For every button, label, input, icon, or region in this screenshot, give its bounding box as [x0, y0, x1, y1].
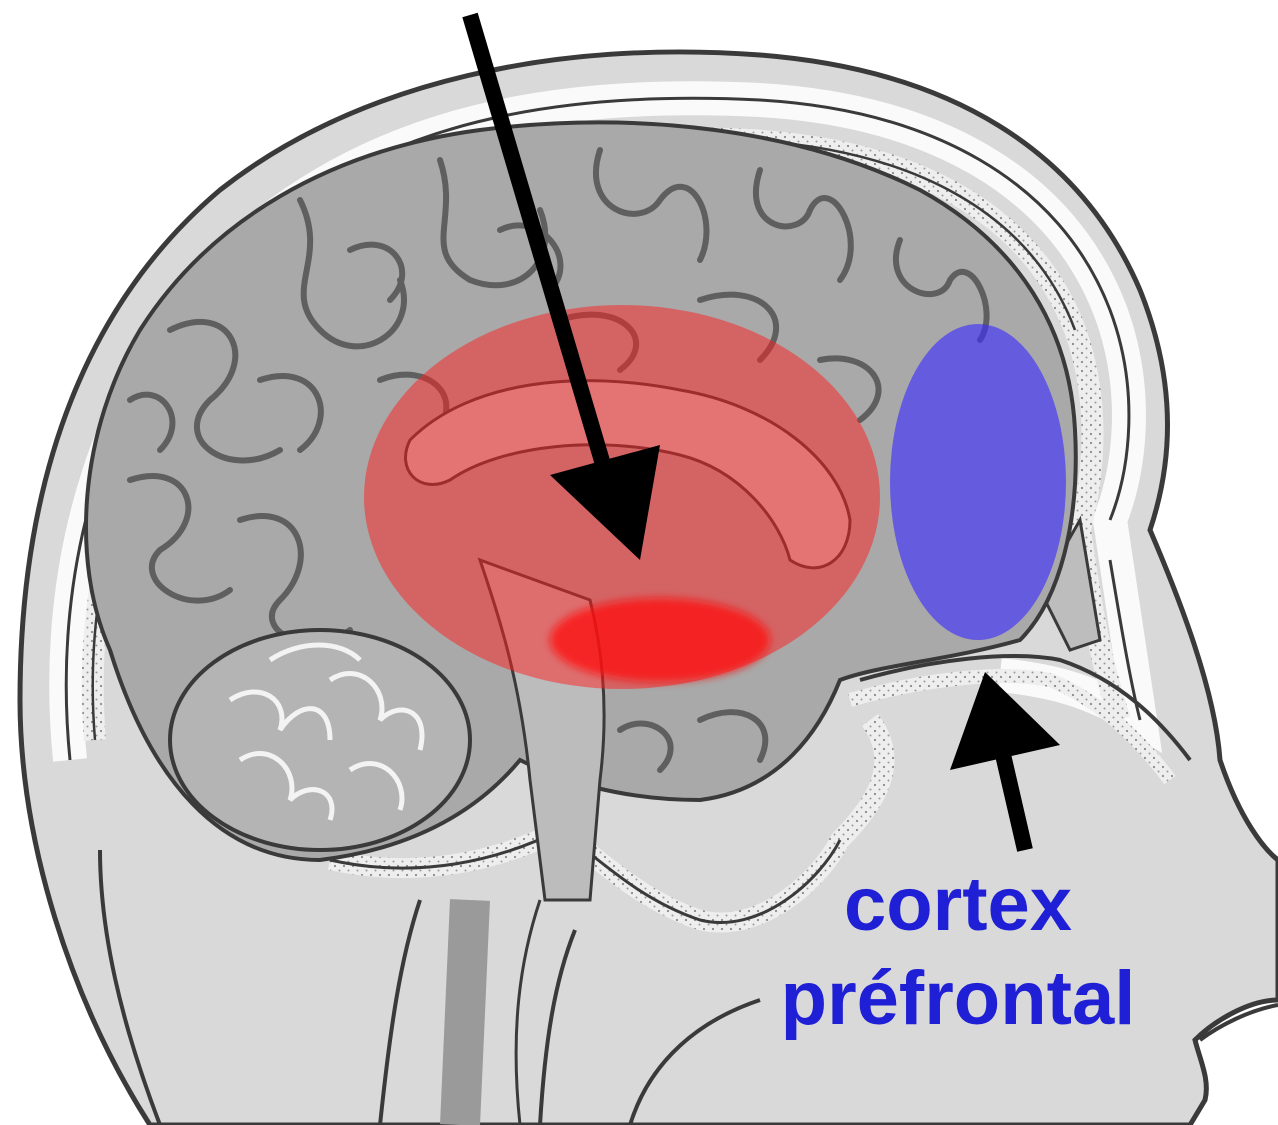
- cerebellum: [170, 630, 470, 850]
- prefrontal-label-line2: préfrontal: [781, 956, 1136, 1041]
- highlights: [364, 305, 1066, 689]
- prefrontal-label-line1: cortex: [844, 862, 1072, 947]
- prefrontal-cortex-highlight: [890, 324, 1066, 640]
- amygdala-highlight: [550, 598, 770, 682]
